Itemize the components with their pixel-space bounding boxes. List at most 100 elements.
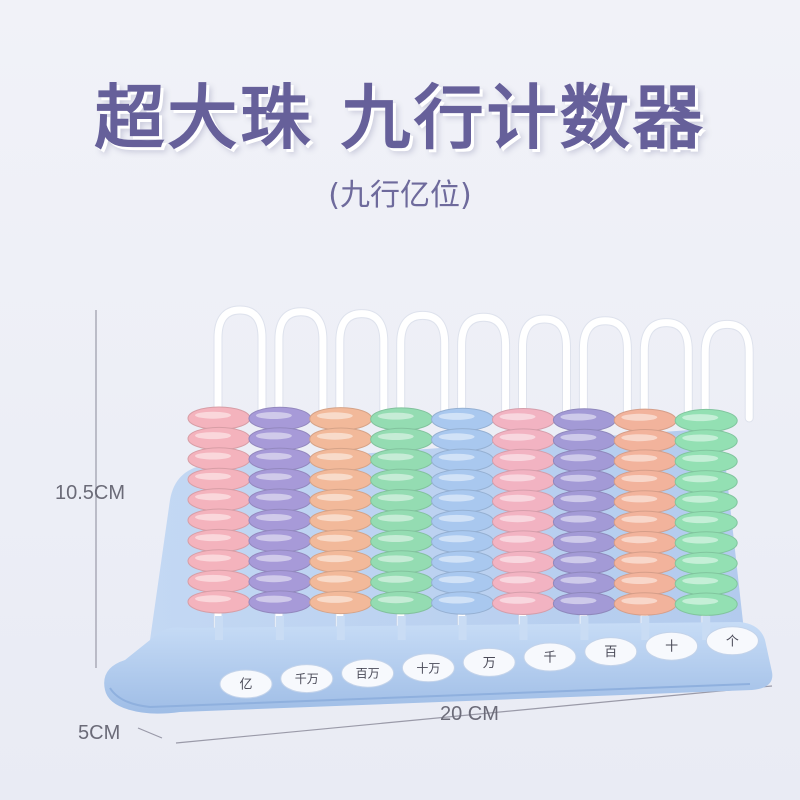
place-value-label: 亿 [239, 678, 252, 693]
bead-highlight [316, 453, 353, 461]
place-value-label: 百万 [356, 667, 380, 681]
bead-highlight [377, 473, 414, 481]
bead-highlight [255, 595, 292, 603]
bead-highlight [560, 433, 597, 441]
bead-highlight [499, 454, 536, 461]
bead-highlight [438, 453, 475, 461]
place-value-button[interactable]: 万 [462, 647, 516, 677]
bead-highlight [621, 495, 658, 503]
bead-highlight [682, 536, 719, 544]
place-value-button-bg [523, 642, 577, 672]
bead-highlight [255, 493, 292, 501]
bead-highlight [255, 412, 292, 419]
bead-highlight [560, 597, 597, 605]
width-dimension-line [175, 685, 773, 744]
bead-highlight [195, 513, 231, 521]
rod-stem [336, 616, 345, 640]
bead-highlight [682, 454, 719, 462]
place-value-button-bg [401, 653, 455, 683]
bead-highlight [682, 414, 719, 422]
bead-highlight [316, 575, 353, 583]
bead-highlight [621, 597, 658, 605]
place-value-label: 百 [604, 645, 617, 660]
height-dimension-label: 10.5CM [55, 482, 126, 504]
place-value-button-bg [584, 637, 638, 667]
bead-highlight [560, 454, 597, 462]
bead-highlight [560, 556, 597, 564]
place-value-button-bg [219, 669, 273, 699]
bead-highlight [682, 556, 719, 564]
bead-highlight [499, 576, 536, 584]
bead-highlight [499, 433, 536, 441]
bead-highlight [682, 495, 719, 503]
bead-highlight [377, 555, 414, 563]
place-value-button[interactable]: 个 [705, 626, 759, 656]
bead-highlight [438, 412, 475, 420]
place-value-button[interactable]: 百 [584, 637, 638, 667]
bead-highlight [377, 412, 414, 420]
bead-highlight [438, 596, 475, 604]
bead-highlight [499, 596, 536, 604]
bead-highlight [195, 534, 231, 542]
rod-arch [519, 315, 570, 641]
bead-highlight [560, 576, 597, 584]
bead-highlight [682, 516, 719, 524]
bead-highlight [316, 432, 353, 440]
bead-highlight [195, 595, 231, 603]
rod-stem [580, 616, 589, 640]
rod-arch [275, 308, 327, 643]
rod-arch [458, 313, 510, 642]
bead-highlight [195, 493, 231, 501]
rod-arch [579, 317, 631, 640]
bead-column [674, 408, 738, 616]
bead-highlight [195, 452, 231, 460]
bead-highlight [377, 514, 414, 522]
place-value-button[interactable]: 十万 [401, 653, 455, 683]
product-title: 超大珠 九行计数器 [94, 77, 706, 159]
bead-highlight [682, 597, 719, 605]
bead-highlight [255, 432, 292, 440]
bead-highlight [195, 432, 231, 440]
place-value-button[interactable]: 十 [645, 631, 699, 661]
product-subtitle: (九行亿位) [328, 178, 472, 213]
place-value-button[interactable]: 亿 [219, 669, 273, 699]
bead-highlight [621, 536, 658, 544]
place-value-button[interactable]: 千万 [280, 664, 334, 694]
place-value-button-bg [705, 626, 759, 656]
bead-highlight [255, 554, 292, 562]
rod-arch [397, 311, 449, 642]
bead-highlight [438, 474, 475, 482]
bead-highlight [195, 411, 231, 419]
rod-stem [275, 616, 284, 640]
place-value-button[interactable]: 百万 [341, 658, 395, 688]
rod-arch [701, 320, 753, 639]
bead-highlight [377, 433, 414, 440]
bead-column [492, 408, 555, 615]
bead-highlight [377, 575, 414, 583]
bead-highlight [438, 535, 475, 543]
bead-highlight [621, 556, 658, 564]
bead-highlight [255, 575, 292, 583]
bead-highlight [621, 454, 658, 462]
place-value-label: 千 [543, 651, 556, 666]
bead-highlight [682, 577, 719, 585]
rod-frame [213, 305, 754, 645]
place-value-button-bg [645, 631, 699, 661]
bead-highlight [255, 473, 292, 481]
place-value-label: 个 [726, 634, 739, 649]
bead-highlight [438, 555, 475, 563]
bead-highlight [255, 452, 292, 460]
place-value-button[interactable]: 千 [523, 642, 577, 672]
bead-column [431, 407, 495, 615]
bead-highlight [560, 535, 597, 543]
bead-highlight [499, 515, 536, 523]
bead-highlight [621, 515, 658, 523]
place-value-label: 千万 [295, 672, 319, 686]
bead-highlight [195, 472, 231, 480]
bead-highlight [438, 514, 475, 522]
bead-column [370, 407, 434, 615]
bead-highlight [316, 534, 353, 542]
bead-highlight [377, 596, 414, 604]
bead-highlight [682, 475, 719, 483]
